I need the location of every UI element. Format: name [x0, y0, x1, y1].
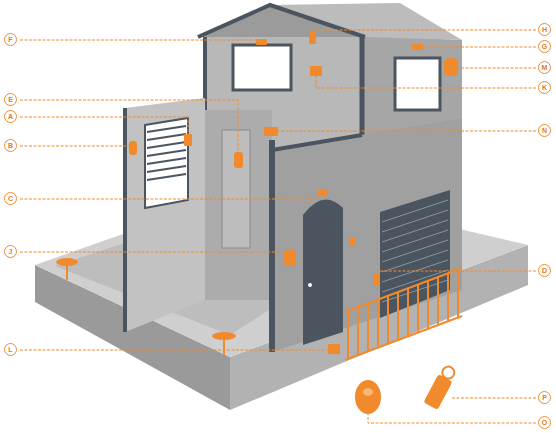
roof-trim — [198, 5, 365, 37]
callout-letter: L — [4, 343, 17, 356]
inner-door — [222, 130, 250, 248]
garage-door — [380, 190, 450, 318]
callout-letter: K — [538, 81, 551, 94]
callout-letter: H — [538, 23, 551, 36]
fence — [345, 268, 462, 360]
window — [395, 58, 440, 110]
garden-lamp — [56, 258, 236, 356]
shutter — [147, 126, 186, 180]
callout-letter: G — [538, 40, 551, 53]
front-door — [303, 199, 343, 345]
roof — [270, 3, 462, 40]
callout-letter: E — [4, 93, 17, 106]
wall — [272, 118, 462, 352]
callout-letter: M — [538, 61, 551, 74]
callout-letter: N — [538, 124, 551, 137]
trim — [123, 108, 127, 332]
leader-line — [20, 30, 536, 423]
callout-letter: F — [4, 33, 17, 46]
window — [233, 45, 291, 90]
sensor-device — [129, 32, 458, 354]
callout-letter: A — [4, 110, 17, 123]
window — [145, 118, 188, 208]
key-fob — [423, 364, 458, 410]
trim — [360, 37, 365, 150]
callout-letter: B — [4, 139, 17, 152]
trim — [269, 140, 275, 352]
door-knob — [308, 283, 312, 287]
callout-letter: C — [4, 192, 17, 205]
trim — [272, 135, 362, 150]
callout-letter: O — [538, 416, 551, 429]
wall — [125, 98, 205, 332]
remote-control — [355, 380, 381, 414]
remote-button — [363, 388, 373, 396]
callout-letter: P — [538, 391, 551, 404]
callout-letter: D — [538, 264, 551, 277]
callout-letter: J — [4, 245, 17, 258]
